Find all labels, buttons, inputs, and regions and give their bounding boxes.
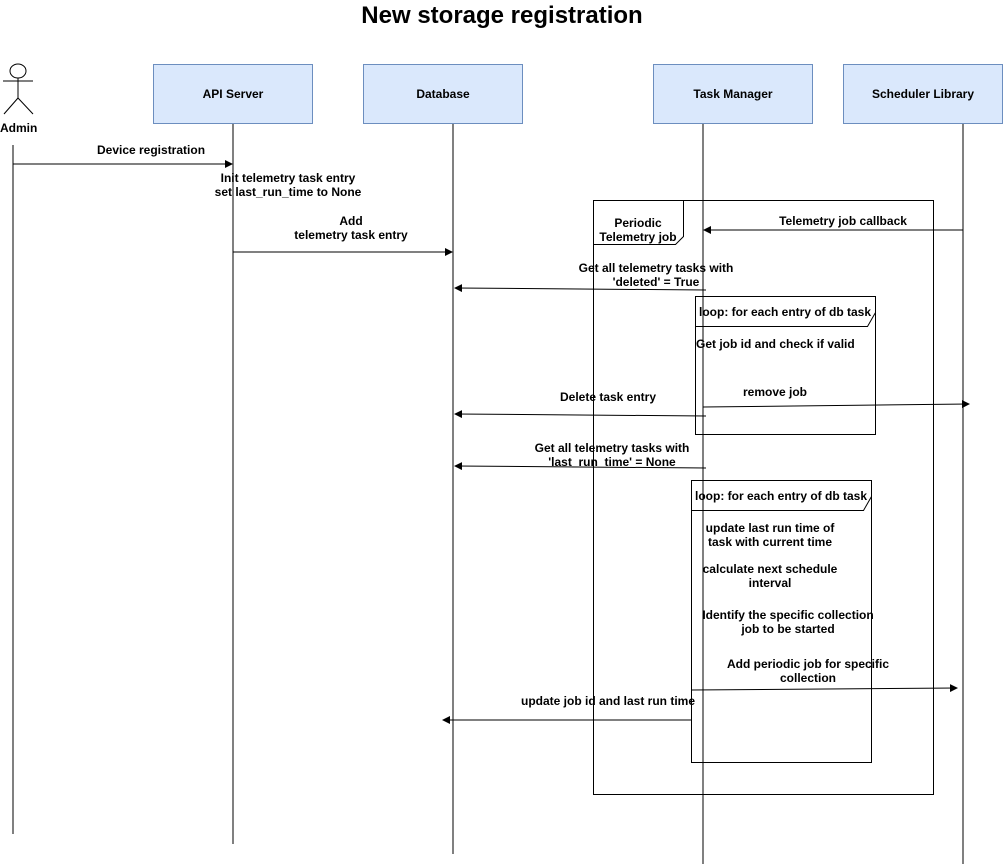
- label-calculate: calculate next schedule interval: [703, 562, 838, 590]
- label-identify-line2: job to be started: [741, 622, 835, 636]
- label-get-deleted-line1: Get all telemetry tasks with: [578, 261, 734, 275]
- label-update-job: update job id and last run time: [520, 694, 696, 708]
- label-init-entry: Init telemetry task entry set last_run_t…: [215, 171, 362, 199]
- loop-frame-2: [691, 480, 872, 763]
- label-add-periodic: Add periodic job for specific collection: [727, 657, 889, 685]
- participant-label: Task Manager: [693, 87, 773, 101]
- label-update-time: update last run time of task with curren…: [706, 521, 835, 549]
- label-identify: Identify the specific collection job to …: [702, 608, 873, 636]
- label-add-periodic-line2: collection: [779, 671, 836, 685]
- participant-api-server[interactable]: API Server: [153, 64, 313, 124]
- participant-label: Scheduler Library: [871, 87, 975, 101]
- label-init-entry-line2: set last_run_time to None: [214, 185, 362, 199]
- periodic-frame-label-line2: Telemetry job: [599, 230, 677, 244]
- label-get-none-line2: 'last_run_time' = None: [548, 455, 676, 469]
- label-device-registration: Device registration: [96, 143, 206, 157]
- label-init-entry-line1: Init telemetry task entry: [220, 171, 356, 185]
- participant-task-manager[interactable]: Task Manager: [653, 64, 813, 124]
- label-update-time-line1: update last run time of: [705, 521, 835, 535]
- loop2-frame-label: loop: for each entry of db task: [695, 489, 868, 503]
- label-add-entry-line2: telemetry task entry: [294, 228, 408, 242]
- label-calculate-line2: interval: [748, 576, 792, 590]
- label-calculate-line1: calculate next schedule: [702, 562, 838, 576]
- periodic-frame-label-line1: Periodic: [614, 216, 662, 230]
- label-add-entry: Add telemetry task entry: [294, 214, 407, 242]
- participant-label: Database: [416, 87, 470, 101]
- label-identify-line1: Identify the specific collection: [702, 608, 874, 622]
- participant-scheduler-library[interactable]: Scheduler Library: [843, 64, 1003, 124]
- label-get-deleted: Get all telemetry tasks with 'deleted' =…: [579, 261, 734, 289]
- arrow-remove-job: [702, 400, 970, 409]
- diagram-title: New storage registration: [361, 2, 643, 29]
- admin-actor-label: Admin: [0, 121, 38, 135]
- arrow-add-periodic: [690, 684, 958, 693]
- label-add-entry-line1: Add: [339, 214, 363, 228]
- label-remove-job: remove job: [742, 385, 808, 399]
- label-callback: Telemetry job callback: [779, 214, 907, 228]
- loop-frame-1: [695, 296, 876, 435]
- periodic-frame-label: Periodic Telemetry job: [599, 216, 676, 244]
- participant-database[interactable]: Database: [363, 64, 523, 124]
- arrow-get-none: [454, 462, 707, 471]
- participant-label: API Server: [202, 87, 264, 101]
- label-get-job-id: Get job id and check if valid: [696, 337, 855, 351]
- arrow-get-deleted: [454, 284, 707, 293]
- admin-actor-figure: [3, 63, 34, 115]
- label-get-none: Get all telemetry tasks with 'last_run_t…: [535, 441, 690, 469]
- label-update-time-line2: task with current time: [707, 535, 833, 549]
- label-get-deleted-line2: 'deleted' = True: [612, 275, 700, 289]
- loop1-frame-label: loop: for each entry of db task: [699, 305, 872, 319]
- periodic-telemetry-frame: [593, 200, 934, 795]
- label-get-none-line1: Get all telemetry tasks with: [534, 441, 690, 455]
- label-add-periodic-line1: Add periodic job for specific: [726, 657, 890, 671]
- arrow-delete-task: [454, 410, 707, 419]
- label-delete-task: Delete task entry: [559, 390, 657, 404]
